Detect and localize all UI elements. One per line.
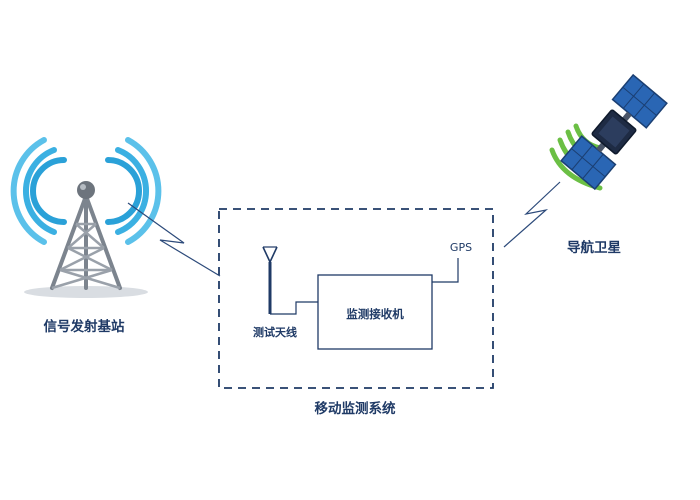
- signal-tower-icon: [10, 137, 162, 298]
- antenna-cable: [270, 301, 318, 315]
- antenna-label: 测试天线: [253, 325, 297, 339]
- satellite-label: 导航卫星: [567, 239, 621, 256]
- gps-cable: [432, 258, 459, 283]
- receiver-box: [317, 274, 433, 350]
- system-label: 移动监测系统: [315, 400, 396, 417]
- antenna-icon: [262, 246, 278, 314]
- gps-label: GPS: [450, 241, 472, 254]
- tower-link-line: [127, 202, 221, 277]
- monitoring-system-box: [218, 208, 494, 389]
- receiver-label: 监测接收机: [346, 307, 404, 321]
- tower-label: 信号发射基站: [44, 318, 125, 335]
- satellite-icon: [549, 73, 668, 191]
- satellite-link-line: [503, 181, 561, 248]
